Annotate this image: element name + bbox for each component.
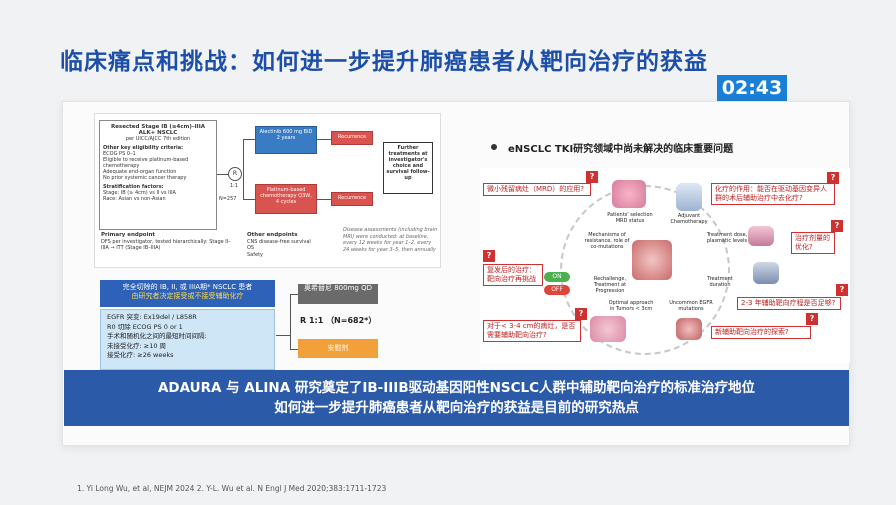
- alina-schema: Resected Stage IB (≥4cm)–IIIA ALK+ NSCLC…: [94, 113, 441, 268]
- eligibility-box: Resected Stage IB (≥4cm)–IIIA ALK+ NSCLC…: [99, 120, 217, 230]
- question-neoadjuvant: 新辅助靶向治疗的探索?: [711, 326, 811, 339]
- question-rechallenge: 复发后的治疗：靶向治疗再挑战: [483, 264, 543, 286]
- slide-title: 临床痛点和挑战：如何进一步提升肺癌患者从靶向治疗的获益: [60, 49, 708, 75]
- recurrence-box-1: Recurrence: [331, 131, 373, 145]
- other-endpoint-item: Safety: [247, 251, 263, 258]
- connector-line: [217, 174, 229, 175]
- primary-endpoint-text: DFS per investigator, tested hierarchica…: [101, 238, 231, 252]
- arm-alectinib: Alectinib 600 mg BID 2 years: [255, 126, 317, 154]
- question-dose: 治疗剂量的优化?: [791, 232, 835, 254]
- connector-line: [276, 335, 290, 336]
- lung-small-image: [676, 318, 702, 340]
- conclusion-banner: ADAURA 与 ALINA 研究奠定了IB-IIIB驱动基因阳性NSCLC人群…: [64, 370, 849, 426]
- randomize-circle: R: [228, 167, 242, 181]
- trial-criteria-item: 未接受化疗: ≥10 周: [107, 341, 167, 350]
- criteria-title: Other key eligibility criteria:: [103, 145, 184, 151]
- banner-line1: ADAURA 与 ALINA 研究奠定了IB-IIIB驱动基因阳性NSCLC人群…: [157, 380, 756, 396]
- label-optimal: Optimal approach in Tumors < 3cm: [608, 300, 654, 312]
- label-uncommon: Uncommon EGFR mutations: [669, 300, 713, 312]
- label-mrd: Patients' selection MRD status: [607, 212, 653, 224]
- calendar-image: [753, 262, 779, 284]
- toggle-off: OFF: [544, 285, 570, 295]
- primary-endpoint: Primary endpoint DFS per investigator, t…: [101, 232, 231, 252]
- schema-header2: ALK+ NSCLC: [138, 130, 178, 136]
- question-mark-icon: ?: [586, 171, 598, 183]
- pills-image: [748, 226, 774, 246]
- randomization-label: R 1:1 （N=682*）: [300, 316, 377, 325]
- strat-item: Race: Asian vs non-Asian: [103, 196, 166, 202]
- question-duration: 2-3 年辅助靶向疗程是否足够?: [737, 297, 841, 310]
- other-endpoint-item: OS: [247, 245, 255, 251]
- label-adjuvant: Adjuvant Chemotherapy: [670, 213, 708, 225]
- label-rechallenge: Rechallenge, Treatment at Progression: [593, 276, 627, 294]
- arrow-line: [317, 199, 331, 200]
- question-mark-icon: ?: [483, 250, 495, 262]
- footnote: 1. Yi Long Wu, et al, NEJM 2024 2. Y-L. …: [77, 484, 387, 493]
- schema-header1: Resected Stage IB (≥4cm)–IIIA: [110, 124, 206, 130]
- adaura-schema: 完全切除的 IB, II, 或 IIIA期* NSCLC 患者 由研究者决定接受…: [100, 280, 378, 370]
- trial-criteria-item: 手术和随机化之间的最短时间间隔:: [107, 332, 207, 340]
- toggle-on: ON: [544, 272, 570, 282]
- criteria-item: Adequate end-organ function: [103, 169, 177, 175]
- lungs-image: [632, 240, 672, 280]
- arm-chemo: Platinum-based chemotherapy Q3W, 4 cycle…: [255, 184, 317, 214]
- bullet-dot: [491, 144, 497, 150]
- placebo-arm: 安慰剂: [298, 339, 378, 358]
- other-endpoints-title: Other endpoints: [247, 232, 298, 238]
- trial-criteria-item: 接受化疗: ≥26 weeks: [107, 351, 174, 359]
- further-treatment-box: Further treatments at investigator's cho…: [383, 142, 433, 194]
- osimertinib-arm: 奥希替尼 800mg QD: [298, 284, 378, 304]
- question-mark-icon: ?: [831, 220, 843, 232]
- iv-bag-image: [676, 183, 702, 211]
- question-mark-icon: ?: [836, 284, 848, 296]
- other-endpoint-item: CNS disease-free survival: [247, 238, 311, 245]
- banner-line2: 如何进一步提升肺癌患者从靶向治疗的获益是目前的研究热点: [274, 400, 639, 416]
- criteria-item: No prior systemic cancer therapy: [103, 175, 187, 181]
- strat-title: Stratification factors:: [103, 184, 164, 190]
- label-duration: Treatment duration: [707, 276, 733, 288]
- trial-header-line2: 由研究者决定接受或不接受辅助化疗: [131, 292, 244, 300]
- schema-header3: per UICC/AJCC 7th edition: [125, 136, 191, 142]
- question-mark-icon: ?: [806, 313, 818, 325]
- label-dose: Treatment dose, plasmatic levels: [706, 232, 748, 244]
- branch-line-bottom: [290, 349, 298, 350]
- label-resistance: Mechanisms of resistance, role of co-mut…: [584, 232, 630, 250]
- primary-endpoint-title: Primary endpoint: [101, 232, 156, 238]
- other-endpoints: Other endpoints CNS disease-free surviva…: [247, 232, 327, 258]
- assessment-note: Disease assessments (including brain MRI…: [343, 227, 438, 253]
- strat-item: Stage: IB (≥ 4cm) vs II vs IIIA: [103, 190, 176, 196]
- trial-criteria: EGFR 突变: Ex19del / L858R R0 切除 ECOG PS 0…: [100, 309, 275, 370]
- right-panel-title: eNSCLC TKI研究领域中尚未解决的临床重要问题: [508, 144, 734, 155]
- trial-header: 完全切除的 IB, II, 或 IIIA期* NSCLC 患者 由研究者决定接受…: [100, 280, 275, 307]
- question-chemo: 化疗的作用：能否在驱动基因变异人群的术后辅助治疗中去化疗?: [711, 183, 835, 205]
- n-label: N=257: [219, 196, 237, 202]
- trial-header-line1: 完全切除的 IB, II, 或 IIIA期* NSCLC 患者: [122, 283, 253, 291]
- criteria-item: Eligible to receive platinum-based chemo…: [103, 157, 189, 169]
- question-small-tumor: 对于< 3-4 cm的病灶，是否需要辅助靶向治疗?: [483, 320, 581, 342]
- branch-line-bottom: [243, 199, 255, 200]
- branch-line-top: [243, 139, 255, 140]
- branch-line-top: [290, 294, 298, 295]
- trial-criteria-item: EGFR 突变: Ex19del / L858R: [107, 313, 197, 321]
- question-mrd: 微小残留病灶（MRD）的应用?: [483, 183, 591, 196]
- recurrence-box-2: Recurrence: [331, 192, 373, 206]
- question-mark-icon: ?: [827, 172, 839, 184]
- trial-criteria-item: R0 切除 ECOG PS 0 or 1: [107, 322, 183, 331]
- branch-line: [243, 139, 244, 199]
- question-mark-icon: ?: [575, 308, 587, 320]
- cell-image: [612, 180, 646, 208]
- countdown-timer: 02:43: [717, 75, 787, 101]
- tumor-image: [590, 316, 626, 342]
- arrow-line: [317, 139, 331, 140]
- branch-line: [290, 294, 291, 349]
- ratio-label: 1:1: [230, 183, 239, 189]
- criteria-item: ECOG PS 0–1: [103, 151, 136, 157]
